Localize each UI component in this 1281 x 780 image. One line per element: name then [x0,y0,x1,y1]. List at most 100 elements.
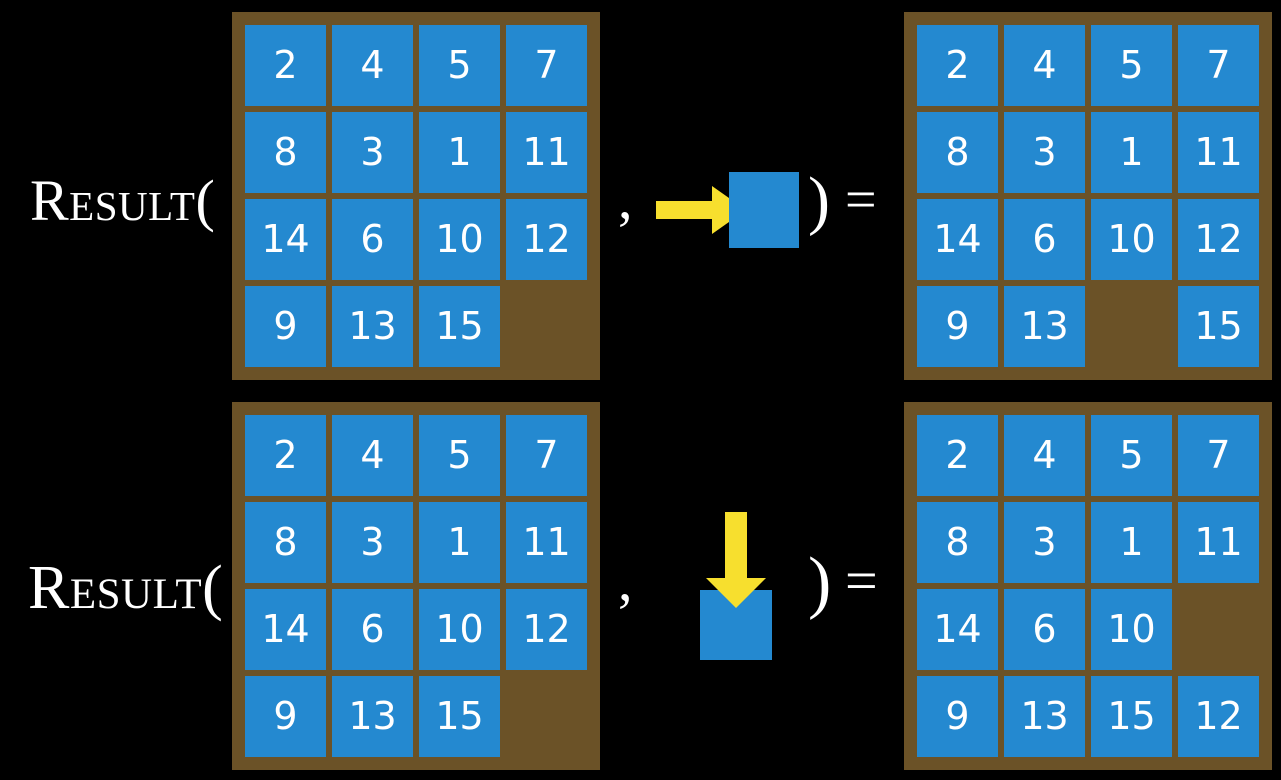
tile-number: 15 [1107,693,1156,738]
empty-slot[interactable] [1091,286,1172,367]
tile[interactable]: 8 [917,502,998,583]
tile[interactable]: 5 [1091,25,1172,106]
tile-number: 13 [348,303,397,348]
tile-number: 15 [435,693,484,738]
tile[interactable]: 9 [245,286,326,367]
tile[interactable]: 14 [917,589,998,670]
tile[interactable]: 4 [1004,25,1085,106]
tile-number: 4 [1032,432,1057,477]
tile[interactable]: 14 [245,589,326,670]
tile[interactable]: 9 [917,286,998,367]
tile[interactable]: 7 [506,25,587,106]
tile[interactable]: 2 [245,415,326,496]
tile-number: 2 [273,42,298,87]
tile[interactable]: 4 [1004,415,1085,496]
tile-number: 8 [945,519,970,564]
tile[interactable]: 12 [1178,676,1259,757]
tile-number: 3 [1032,129,1057,174]
tile[interactable]: 7 [1178,25,1259,106]
tile-number: 11 [1194,519,1243,564]
tile[interactable]: 15 [419,676,500,757]
tile[interactable]: 1 [419,112,500,193]
tile[interactable]: 1 [419,502,500,583]
tile[interactable]: 5 [1091,415,1172,496]
tile-number: 5 [447,432,472,477]
tile[interactable]: 7 [1178,415,1259,496]
tile[interactable]: 8 [917,112,998,193]
tile[interactable]: 14 [245,199,326,280]
tile[interactable]: 4 [332,25,413,106]
input-board-top: 2 4 5 7 8 3 1 11 14 6 10 12 9 13 15 [232,12,600,380]
tile[interactable]: 13 [1004,676,1085,757]
tile[interactable]: 12 [1178,199,1259,280]
board-grid: 2 4 5 7 8 3 1 11 14 6 10 9 13 15 12 [917,415,1259,757]
tile-number: 11 [1194,129,1243,174]
input-board-bottom: 2 4 5 7 8 3 1 11 14 6 10 12 9 13 15 [232,402,600,770]
tile[interactable]: 5 [419,415,500,496]
tile[interactable]: 11 [506,502,587,583]
tile-number: 10 [1107,606,1156,651]
tile[interactable]: 10 [419,589,500,670]
tile[interactable]: 1 [1091,502,1172,583]
tile[interactable]: 1 [1091,112,1172,193]
tile-number: 6 [360,606,385,651]
tile[interactable]: 6 [332,199,413,280]
tile[interactable]: 3 [332,112,413,193]
tile[interactable]: 6 [1004,589,1085,670]
tile[interactable]: 3 [332,502,413,583]
tile[interactable]: 4 [332,415,413,496]
tile-number: 9 [273,303,298,348]
tile[interactable]: 8 [245,502,326,583]
tile[interactable]: 8 [245,112,326,193]
equals-sign-top: = [845,169,877,231]
tile[interactable]: 10 [1091,199,1172,280]
tile[interactable]: 3 [1004,112,1085,193]
tile[interactable]: 13 [1004,286,1085,367]
tile-number: 7 [534,42,559,87]
tile[interactable]: 2 [245,25,326,106]
tile-number: 15 [1194,303,1243,348]
tile-number: 10 [435,216,484,261]
result-function-label-bottom: Result( [28,554,224,622]
empty-slot[interactable] [506,676,587,757]
tile[interactable]: 13 [332,676,413,757]
tile[interactable]: 6 [332,589,413,670]
tile[interactable]: 9 [245,676,326,757]
argument-separator-bottom: , [618,548,633,613]
action-tile-top[interactable] [729,172,799,248]
tile-number: 1 [447,519,472,564]
tile[interactable]: 15 [419,286,500,367]
tile[interactable]: 10 [419,199,500,280]
tile[interactable]: 11 [1178,502,1259,583]
tile[interactable]: 11 [1178,112,1259,193]
tile[interactable]: 7 [506,415,587,496]
empty-slot[interactable] [1178,589,1259,670]
tile[interactable]: 14 [917,199,998,280]
tile-number: 12 [522,606,571,651]
tile[interactable]: 3 [1004,502,1085,583]
tile-number: 1 [1119,519,1144,564]
tile-number: 4 [360,432,385,477]
tile-number: 7 [1206,42,1231,87]
tile-number: 9 [945,303,970,348]
tile-number: 6 [360,216,385,261]
tile-number: 7 [1206,432,1231,477]
tile[interactable]: 13 [332,286,413,367]
tile-number: 14 [933,606,982,651]
tile[interactable]: 15 [1091,676,1172,757]
tile[interactable]: 2 [917,25,998,106]
empty-slot[interactable] [506,286,587,367]
tile[interactable]: 5 [419,25,500,106]
tile-number: 7 [534,432,559,477]
tile[interactable]: 12 [506,589,587,670]
tile[interactable]: 12 [506,199,587,280]
result-function-label-top: Result( [30,168,216,233]
tile[interactable]: 2 [917,415,998,496]
tile[interactable]: 9 [917,676,998,757]
tile[interactable]: 10 [1091,589,1172,670]
tile-number: 9 [945,693,970,738]
tile[interactable]: 15 [1178,286,1259,367]
tile[interactable]: 6 [1004,199,1085,280]
tile[interactable]: 11 [506,112,587,193]
